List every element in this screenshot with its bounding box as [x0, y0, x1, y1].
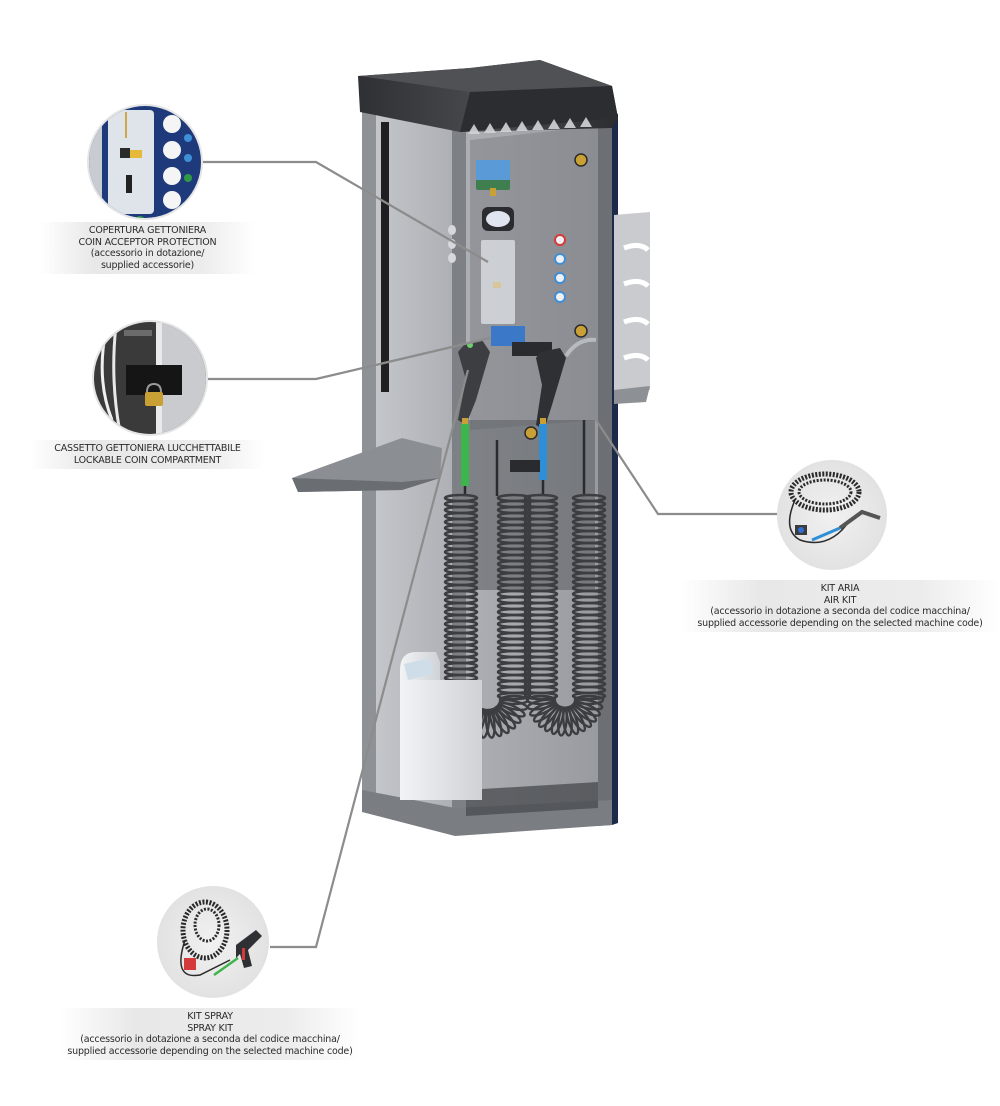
spray-hose-coil-bottom [494, 705, 517, 730]
label-line-note-en: supplied accessorie depending on the sel… [697, 617, 983, 629]
side-shelf-edge [292, 478, 440, 492]
spray-hose-spring [461, 424, 469, 486]
label-line-it-title: COPERTURA GETTONIERA [88, 225, 207, 236]
air-hose-coil-right [571, 691, 607, 701]
cabinet-front-left-post [452, 125, 466, 832]
side-shelf [292, 438, 442, 492]
callout-label-lockable-coin-compartment: CASSETTO GETTONIERA LUCCHETTABILE LOCKAB… [30, 440, 265, 469]
callout-line-coin-acceptor [202, 160, 489, 263]
spray-hose-coil-bottom [484, 708, 496, 739]
coin-acceptor-closeup [87, 104, 203, 220]
water-tank [400, 652, 482, 800]
cabinet-front-right-post [598, 112, 612, 826]
label-line-it-title: KIT SPRAY [187, 1011, 233, 1022]
coin-acceptor-label [493, 282, 501, 288]
coiled-hoses [443, 420, 607, 739]
label-line-en-title: LOCKABLE COIN COMPARTMENT [73, 454, 222, 466]
vent-teeth [468, 117, 592, 134]
air-hose-coil-bottom [565, 705, 580, 736]
label-line-note-it: (accessorio in dotazione a seconda del c… [80, 1034, 340, 1045]
label-line-it-title: KIT ARIA [820, 583, 860, 594]
callout-line-coin-compartment [206, 336, 491, 381]
cabinet-top-face [360, 60, 612, 92]
air-hose-coil-bottom [562, 706, 573, 737]
cabinet-top-front [460, 86, 618, 132]
spray-hose-coil-bottom [497, 701, 526, 718]
selector-buttons [554, 234, 566, 303]
spray-hose-fitting [462, 418, 468, 424]
callout-label-spray-kit: KIT SPRAY SPRAY KIT (accessorio in dotaz… [60, 1008, 360, 1060]
air-gun [536, 337, 597, 430]
label-line-note-it: (accessorio in dotazione/ [90, 248, 205, 259]
air-hose-coil-bottom [567, 705, 587, 733]
air-hose-fitting [540, 418, 546, 424]
label-line-en-title: COIN ACCEPTOR PROTECTION [78, 236, 217, 248]
callout-lines [202, 160, 777, 949]
callout-label-air-kit: KIT ARIA AIR KIT (accessorio in dotazion… [680, 580, 1000, 632]
spray-hose-coil-bottom [496, 703, 522, 725]
air-hose-spring [539, 424, 547, 480]
label-line-en-title: SPRAY KIT [187, 1022, 233, 1034]
side-hose-rack [614, 212, 650, 404]
spray-hose-coil-bottom [488, 708, 503, 738]
callout-line-spray-kit [270, 369, 470, 949]
spray-hose-coil-bottom [491, 707, 510, 735]
air-hose-coil-bottom [573, 694, 605, 706]
label-line-note-en: supplied accessorie) [100, 259, 195, 271]
control-board-connector [490, 188, 496, 196]
coin-compartment [491, 326, 525, 346]
label-line-it-title: CASSETTO GETTONIERA LUCCHETTABILE [54, 443, 241, 454]
door-locks [524, 153, 588, 440]
air-hose-coil-left [523, 691, 559, 701]
label-line-note-en: supplied accessorie depending on the sel… [67, 1045, 353, 1057]
spray-hose-coil-right [496, 691, 532, 701]
air-hose-kit [777, 460, 887, 570]
service-column [292, 60, 650, 836]
callout-label-coin-acceptor-protection: COPERTURA GETTONIERA COIN ACCEPTOR PROTE… [40, 222, 255, 274]
display-slot [510, 460, 540, 472]
label-line-en-title: AIR KIT [823, 594, 857, 606]
padlocked-drawer-closeup [92, 320, 208, 436]
label-line-note-it: (accessorio in dotazione a seconda del c… [710, 606, 970, 617]
callout-line-air-kit [595, 419, 777, 516]
cabinet-floor [466, 782, 598, 816]
coin-slot-icon [486, 211, 510, 227]
side-fittings [448, 225, 456, 263]
cabinet-side-slot [381, 122, 389, 392]
spray-gun-kit [157, 886, 269, 998]
air-hose-coil-bottom [557, 706, 568, 737]
control-relay [476, 160, 510, 180]
